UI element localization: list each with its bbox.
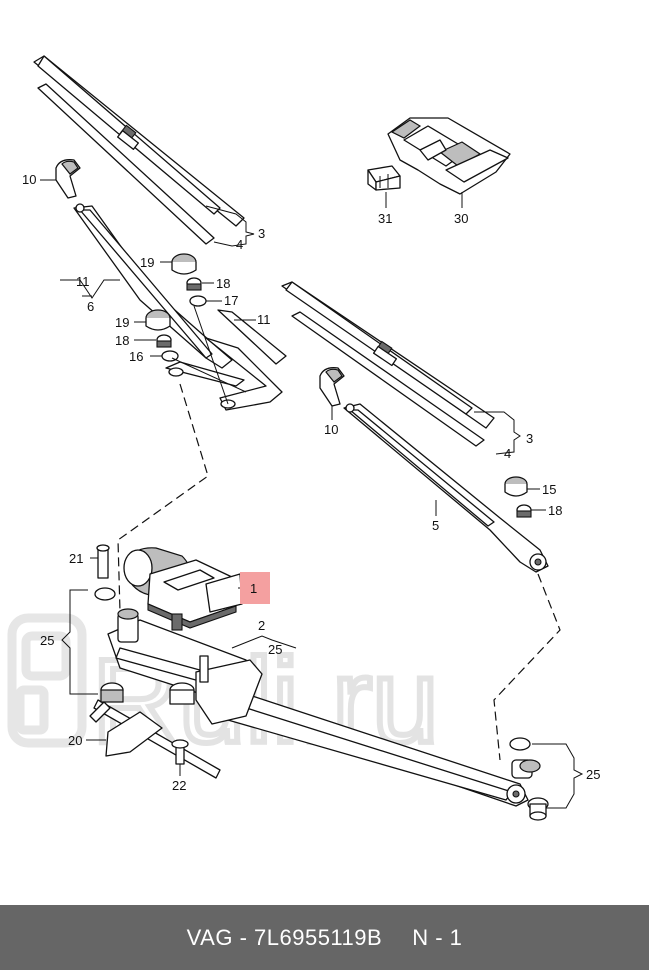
callout-3: 3 [258,226,265,241]
callout-labels: 10 3 4 19 18 17 11 6 11 19 18 16 31 30 1… [22,172,600,793]
right-fasteners [504,476,532,518]
callout-25-left: 25 [40,633,54,648]
callout-17: 17 [224,293,238,308]
callout-16: 16 [129,349,143,364]
motor-cover [387,117,511,195]
alignment-lines [117,383,561,761]
callout-18-right: 18 [548,503,562,518]
callout-11: 11 [76,274,90,289]
callout-20: 20 [68,733,82,748]
callout-25-right: 25 [586,767,600,782]
callout-18-lower: 18 [115,333,129,348]
callout-1: 1 [250,581,257,596]
callout-19-lower: 19 [115,315,129,330]
callout-10-right: 10 [324,422,338,437]
right-mounting-hardware [509,737,549,821]
callout-19: 19 [140,255,154,270]
footer-brand: VAG [186,924,233,950]
left-mounting-hardware [89,544,195,765]
footer-separator: - [239,924,248,950]
part-number-footer: VAG - 7L6955119B N - 1 [0,905,649,970]
right-wiper-blade [281,281,495,447]
right-wiper-arm [343,403,549,573]
watermark-logo-icon [7,613,87,748]
parts-diagram: Ruli.ru [7,55,600,821]
callout-22: 22 [172,778,186,793]
callout-11-spoiler: 11 [257,312,271,327]
callout-6: 6 [87,299,94,314]
callout-25-linkage: 25 [268,642,282,657]
left-spoiler-parts [165,305,287,411]
footer-position: N - 1 [412,924,463,950]
left-wiper-blade [33,55,245,245]
callout-4-right: 4 [504,446,511,461]
connector-clip [367,165,401,191]
footer-part-number: 7L6955119B [254,924,383,950]
callout-21: 21 [69,551,83,566]
callout-30: 30 [454,211,468,226]
left-end-cap [55,159,81,199]
wiper-linkage [93,619,529,807]
callout-2: 2 [258,618,265,633]
callout-5: 5 [432,518,439,533]
callout-10: 10 [22,172,36,187]
left-wiper-arm [73,203,233,369]
highlight-box [240,572,270,604]
right-end-cap [319,367,345,407]
callout-4: 4 [236,237,243,252]
callout-15: 15 [542,482,556,497]
callout-3-right: 3 [526,431,533,446]
callout-18: 18 [216,276,230,291]
callout-31: 31 [378,211,392,226]
wiper-motor [123,547,243,631]
